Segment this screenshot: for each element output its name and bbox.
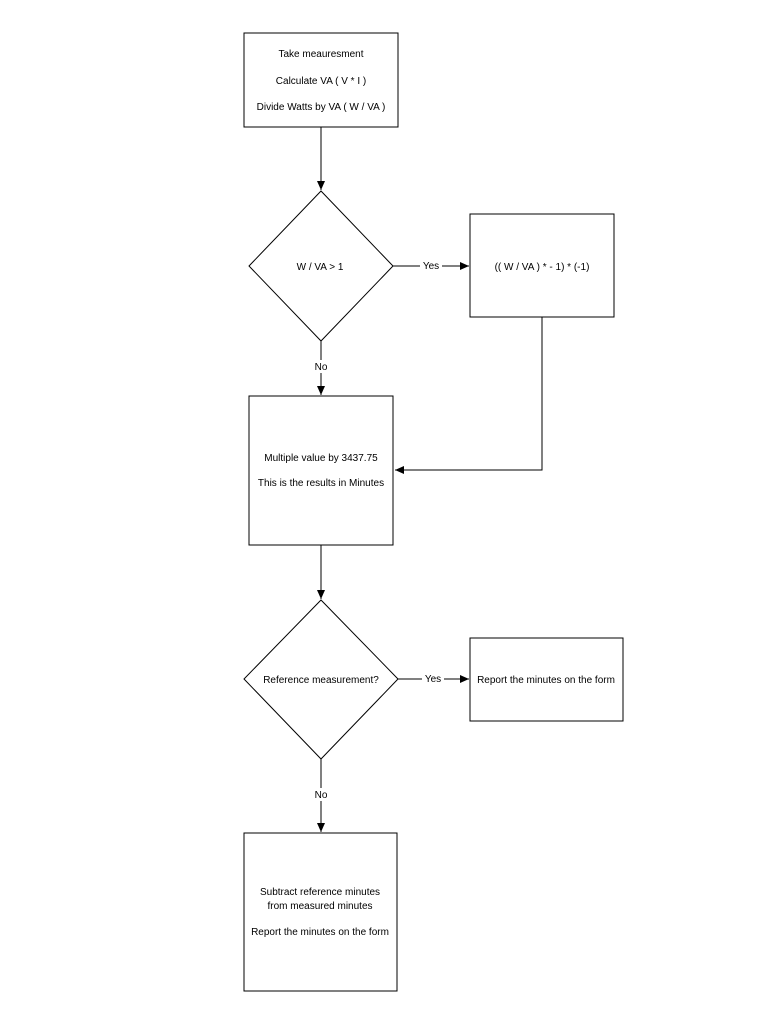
node-measure: Take meauresment Calculate VA ( V * I ) … [243, 32, 399, 128]
node-decision-ratio-line-1: W / VA > 1 [297, 262, 344, 273]
edge-label-reference-no: No [315, 790, 328, 801]
node-decision-reference: Reference measurement? [243, 599, 399, 760]
node-invert: (( W / VA ) * - 1) * (-1) [469, 213, 615, 318]
edge-label-ratio-no: No [315, 362, 328, 373]
edge-label-ratio-yes: Yes [423, 261, 439, 272]
node-report-reference: Report the minutes on the form [469, 637, 624, 722]
node-measure-line-2: Calculate VA ( V * I ) [276, 76, 366, 87]
edge-label-reference-yes: Yes [425, 674, 441, 685]
node-measure-line-3: Divide Watts by VA ( W / VA ) [257, 102, 386, 113]
node-subtract: Subtract reference minutes from measured… [243, 832, 398, 992]
edge-invert-to-multiply [395, 317, 543, 474]
node-decision-reference-line-1: Reference measurement? [263, 675, 379, 686]
node-multiply-line-2: This is the results in Minutes [258, 478, 384, 489]
node-measure-line-1: Take meauresment [278, 49, 363, 60]
node-report-reference-line-1: Report the minutes on the form [477, 675, 615, 686]
node-invert-line-1: (( W / VA ) * - 1) * (-1) [495, 262, 590, 273]
node-multiply-line-1: Multiple value by 3437.75 [264, 453, 378, 464]
node-subtract-line-1: Subtract reference minutes [260, 887, 380, 898]
node-subtract-line-3: Report the minutes on the form [251, 927, 389, 938]
node-subtract-line-2: from measured minutes [267, 901, 372, 912]
node-decision-ratio: W / VA > 1 [248, 190, 394, 342]
node-multiply: Multiple value by 3437.75 This is the re… [248, 395, 394, 546]
